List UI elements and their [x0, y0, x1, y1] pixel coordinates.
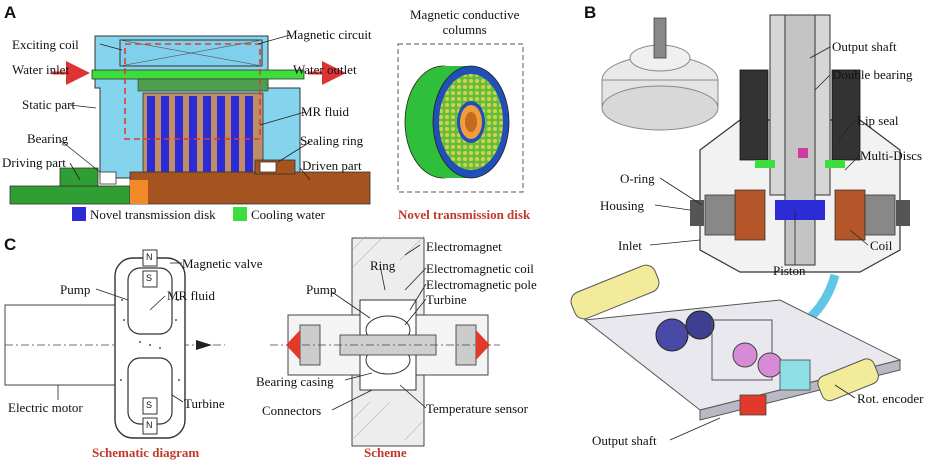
label-rot-encoder: Rot. encoder — [857, 391, 924, 406]
label-turbine-right: Turbine — [426, 292, 467, 307]
label-connectors: Connectors — [262, 403, 322, 418]
label-water-inlet: Water inlet — [12, 62, 70, 77]
panel-b-coupling — [570, 14, 910, 441]
label-housing: Housing — [600, 198, 645, 213]
caption-novel-transmission-disk: Novel transmission disk — [398, 207, 531, 222]
label-driven-part: Driven part — [302, 158, 362, 173]
label-pump-right: Pump — [306, 282, 337, 297]
label-electromagnetic-coil: Electromagnetic coil — [426, 261, 534, 276]
label-bearing: Bearing — [27, 131, 69, 146]
label-multi-discs: Multi-Discs — [860, 148, 923, 163]
label-magnetic-valve: Magnetic valve — [182, 256, 263, 271]
label-ring: Ring — [370, 258, 396, 273]
label-static-part: Static part — [22, 97, 76, 112]
legend-a — [72, 207, 247, 221]
label-electromagnet: Electromagnet — [426, 239, 502, 254]
legend-swatch-transmission-disk — [72, 207, 86, 221]
panel-letter-a: A — [4, 3, 17, 22]
legend-label-transmission-disk: Novel transmission disk — [90, 207, 216, 222]
panel-letter-b: B — [584, 3, 597, 22]
label-bearing-casing: Bearing casing — [256, 374, 334, 389]
legend-swatch-cooling-water — [233, 207, 247, 221]
label-n-bottom: N — [146, 420, 153, 430]
label-water-outlet: Water outlet — [293, 62, 357, 77]
label-temperature-sensor: Temperature sensor — [426, 401, 528, 416]
label-output-shaft-bottom: Output shaft — [592, 433, 657, 448]
label-magnetic-conductive-columns: Magnetic conductive columns — [410, 7, 520, 37]
label-electromagnetic-pole: Electromagnetic pole — [426, 277, 537, 292]
label-turbine-left: Turbine — [184, 396, 225, 411]
caption-scheme: Scheme — [364, 445, 407, 460]
label-double-bearing: Double bearing — [832, 67, 913, 82]
label-mr-fluid-a: MR fluid — [301, 104, 350, 119]
label-sealing-ring: Sealing ring — [300, 133, 364, 148]
label-coil: Coil — [870, 238, 893, 253]
label-mr-fluid-c: MR fluid — [167, 288, 216, 303]
label-n-top: N — [146, 252, 153, 262]
label-output-shaft-top: Output shaft — [832, 39, 897, 54]
panel-c-scheme — [270, 235, 500, 447]
label-driving-part: Driving part — [2, 155, 66, 170]
label-s-bottom: S — [146, 400, 153, 410]
label-piston: Piston — [773, 263, 806, 278]
panel-a-cross-section — [9, 34, 371, 205]
panel-c-schematic — [4, 249, 225, 439]
label-lip-seal: Lip seal — [857, 113, 899, 128]
panel-letter-c: C — [4, 235, 17, 254]
legend-label-cooling-water: Cooling water — [251, 207, 326, 222]
label-s-top: S — [146, 273, 153, 283]
label-pump-left: Pump — [60, 282, 91, 297]
label-electric-motor: Electric motor — [8, 400, 83, 415]
label-inlet: Inlet — [618, 238, 642, 253]
caption-schematic-diagram: Schematic diagram — [92, 445, 200, 460]
label-magnetic-circuit: Magnetic circuit — [286, 27, 372, 42]
label-exciting-coil: Exciting coil — [12, 37, 79, 52]
transmission-disk-3d — [397, 43, 524, 193]
label-o-ring: O-ring — [620, 171, 655, 186]
